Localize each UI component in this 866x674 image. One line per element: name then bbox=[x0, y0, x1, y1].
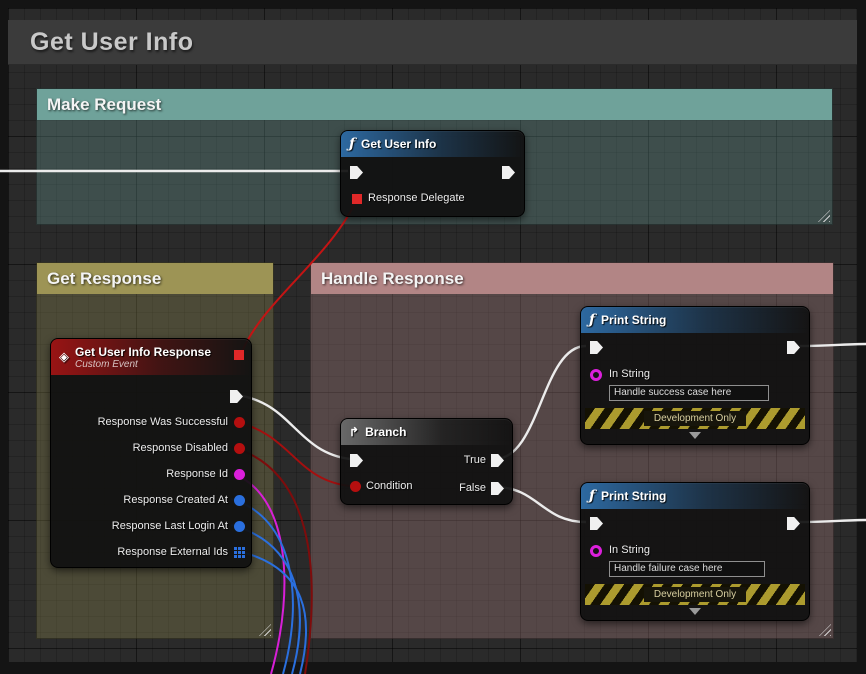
pin-label-response-was-successful: Response Was Successful bbox=[98, 416, 228, 429]
node-print-string-failure[interactable]: ƒ Print String In String Handle failure … bbox=[580, 482, 810, 621]
false-exec-pin[interactable] bbox=[491, 482, 504, 495]
pin-label-response-external-ids: Response External Ids bbox=[117, 546, 228, 559]
resize-handle-icon[interactable] bbox=[259, 624, 271, 636]
delegate-out-pin[interactable] bbox=[234, 350, 244, 360]
pin-label-false: False bbox=[459, 482, 486, 495]
node-title: Print String bbox=[601, 489, 666, 503]
in-string-pin[interactable] bbox=[590, 545, 602, 557]
node-title: Print String bbox=[601, 313, 666, 327]
pin-label-in-string: In String bbox=[609, 368, 650, 381]
comment-title: Handle Response bbox=[321, 269, 464, 289]
custom-event-icon: ◈ bbox=[59, 349, 69, 365]
pin-label-in-string: In String bbox=[609, 544, 650, 557]
bool-pin[interactable] bbox=[234, 417, 245, 428]
pin-label-response-delegate: Response Delegate bbox=[368, 192, 465, 205]
exec-out-pin[interactable] bbox=[787, 517, 800, 530]
node-header: ƒ Print String bbox=[581, 307, 809, 333]
node-subtitle: Custom Event bbox=[75, 360, 211, 370]
node-print-string-success[interactable]: ƒ Print String In String Handle success … bbox=[580, 306, 810, 445]
exec-in-pin[interactable] bbox=[350, 166, 363, 179]
pin-row: Response Created At bbox=[123, 487, 245, 513]
in-string-pin[interactable] bbox=[590, 369, 602, 381]
pin-label-condition: Condition bbox=[366, 480, 412, 493]
string-pin[interactable] bbox=[234, 469, 245, 480]
node-title: Get User Info Response bbox=[75, 345, 211, 359]
exec-out-pin[interactable] bbox=[502, 166, 515, 179]
struct-pin[interactable] bbox=[234, 521, 245, 532]
pin-row: Response External Ids bbox=[117, 539, 245, 565]
function-icon: ƒ bbox=[349, 136, 355, 152]
node-branch[interactable]: ↱ Branch Condition True False bbox=[340, 418, 513, 505]
graph-title: Get User Info bbox=[30, 28, 193, 57]
development-only-banner: Development Only bbox=[585, 584, 805, 605]
pin-label-response-id: Response Id bbox=[166, 468, 228, 481]
condition-pin[interactable] bbox=[350, 481, 361, 492]
function-icon: ƒ bbox=[589, 312, 595, 328]
node-header: ◈ Get User Info Response Custom Event bbox=[51, 339, 251, 375]
true-exec-pin[interactable] bbox=[491, 454, 504, 467]
collapse-caret-icon[interactable] bbox=[689, 432, 701, 439]
node-title: Branch bbox=[365, 425, 406, 439]
exec-in-pin[interactable] bbox=[590, 341, 603, 354]
collapse-caret-icon[interactable] bbox=[689, 608, 701, 615]
pin-label-response-created-at: Response Created At bbox=[123, 494, 228, 507]
pin-label-true: True bbox=[464, 454, 486, 467]
node-header: ƒ Print String bbox=[581, 483, 809, 509]
development-only-banner: Development Only bbox=[585, 408, 805, 429]
node-header: ƒ Get User Info bbox=[341, 131, 524, 157]
node-get-user-info-response[interactable]: ◈ Get User Info Response Custom Event Re… bbox=[50, 338, 252, 568]
resize-handle-icon[interactable] bbox=[818, 210, 830, 222]
comment-title: Get Response bbox=[47, 269, 161, 289]
pin-row: Response Was Successful bbox=[98, 409, 245, 435]
comment-header[interactable]: Handle Response bbox=[311, 263, 833, 294]
in-string-input[interactable]: Handle failure case here bbox=[609, 561, 765, 577]
pin-row: Response Disabled bbox=[133, 435, 245, 461]
struct-pin[interactable] bbox=[234, 495, 245, 506]
node-header: ↱ Branch bbox=[341, 419, 512, 445]
development-only-label: Development Only bbox=[644, 411, 746, 426]
array-pin[interactable] bbox=[234, 547, 245, 558]
comment-header[interactable]: Make Request bbox=[37, 89, 832, 120]
in-string-input[interactable]: Handle success case here bbox=[609, 385, 769, 401]
exec-in-pin[interactable] bbox=[350, 454, 363, 467]
pin-row: Response Id bbox=[166, 461, 245, 487]
pin-label-response-last-login-at: Response Last Login At bbox=[112, 520, 228, 533]
graph-title-bar: Get User Info bbox=[8, 20, 857, 65]
node-title: Get User Info bbox=[361, 137, 436, 151]
comment-header[interactable]: Get Response bbox=[37, 263, 273, 294]
comment-title: Make Request bbox=[47, 95, 161, 115]
function-icon: ƒ bbox=[589, 488, 595, 504]
exec-out-pin[interactable] bbox=[787, 341, 800, 354]
development-only-label: Development Only bbox=[644, 587, 746, 602]
bool-pin[interactable] bbox=[234, 443, 245, 454]
node-get-user-info[interactable]: ƒ Get User Info Response Delegate bbox=[340, 130, 525, 217]
response-delegate-pin[interactable] bbox=[352, 194, 362, 204]
exec-out-pin[interactable] bbox=[230, 390, 243, 403]
exec-in-pin[interactable] bbox=[590, 517, 603, 530]
pin-row: Response Last Login At bbox=[112, 513, 245, 539]
resize-handle-icon[interactable] bbox=[819, 624, 831, 636]
branch-icon: ↱ bbox=[349, 425, 359, 439]
pin-label-response-disabled: Response Disabled bbox=[133, 442, 228, 455]
